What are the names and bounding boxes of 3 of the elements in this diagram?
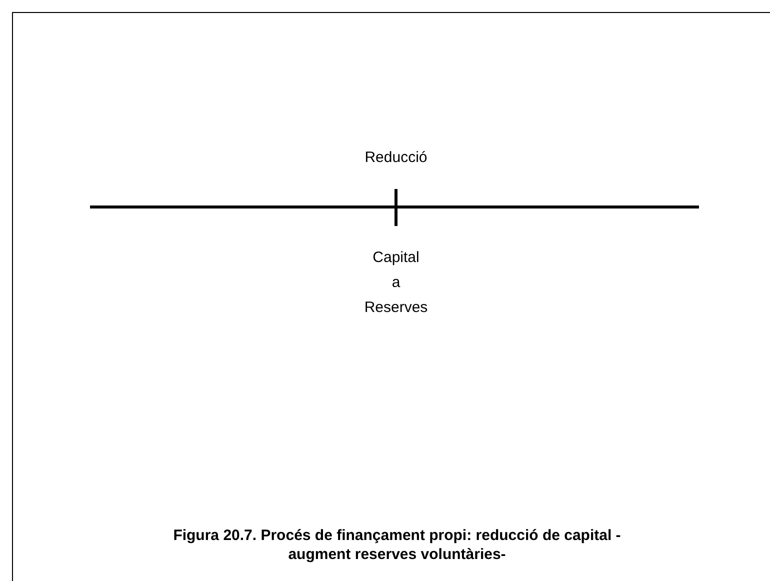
figure-caption: Figura 20.7. Procés de finançament propi: reducció de capital -augment reserves voluntàries-: [172, 526, 622, 564]
timeline-label: Reducció: [364, 148, 428, 168]
timeline-label: Capital a Reserves: [364, 248, 428, 318]
